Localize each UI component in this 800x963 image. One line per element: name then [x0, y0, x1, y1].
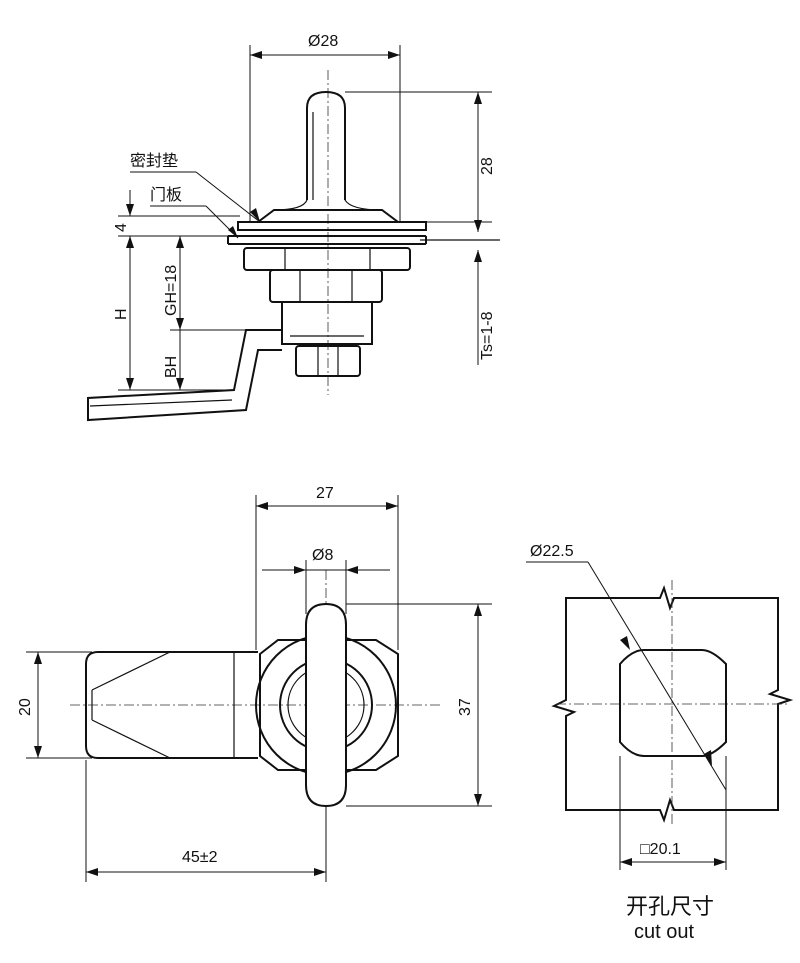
dim-20-arrow-top — [34, 652, 42, 664]
dim-45-arrow-left — [86, 868, 98, 876]
cutout-caption-en: cut out — [634, 921, 694, 943]
dim-ts-arrow — [474, 250, 482, 262]
cutout-panel-outline — [551, 584, 794, 824]
dim-h-arrow-top — [126, 236, 134, 248]
side-hex-nut — [243, 247, 411, 271]
side-body-thread — [269, 269, 383, 303]
side-gasket-shape — [237, 221, 427, 231]
dim-gh-label: GH=18 — [163, 265, 180, 316]
dim-d225-label: Ø22.5 — [530, 543, 574, 560]
side-door-panel — [227, 235, 427, 245]
dim-gh-arrow-bottom — [176, 318, 184, 330]
side-cam-edge — [89, 399, 233, 407]
cutout-view: Ø22.5 □20.1 开孔尺寸 cut out — [526, 543, 794, 943]
front-handle-shape — [305, 602, 347, 808]
side-cam-arm — [87, 329, 282, 422]
dim-20-arrow-bottom — [34, 746, 42, 758]
dim-27-label: 27 — [316, 485, 334, 502]
side-shaft — [281, 301, 373, 345]
dim-20-label: 20 — [17, 698, 34, 716]
dim-d8-arrow-right — [346, 566, 358, 574]
dim-28v-label: 28 — [479, 157, 496, 175]
dim-37-label: 37 — [457, 698, 474, 716]
leader-gasket — [195, 171, 261, 223]
front-view: 27 Ø8 37 20 45±2 — [17, 485, 492, 882]
dim-4-label: 4 — [113, 223, 130, 232]
dim-h-label: H — [113, 308, 130, 320]
dim-d28-arrow-right — [388, 51, 400, 59]
dim-27-arrow-right — [386, 502, 398, 510]
dim-28v-arrow-top — [474, 92, 482, 104]
side-screw-head — [295, 345, 361, 377]
dim-d225-arrow-bottom — [704, 750, 712, 766]
dim-sq-arrow-left — [620, 858, 632, 866]
dim-bh-arrow — [176, 378, 184, 390]
front-cam-shape — [85, 651, 258, 759]
dim-4-arrow — [126, 204, 134, 216]
cutout-hole-shape — [619, 649, 727, 757]
side-handle-shape — [306, 90, 346, 200]
label-door-panel: 门板 — [150, 186, 182, 204]
dim-d28-arrow-left — [250, 51, 262, 59]
dim-d28-label: Ø28 — [308, 33, 338, 50]
dim-gh-arrow-top — [176, 236, 184, 248]
dim-d8-label: Ø8 — [312, 547, 333, 564]
dim-ts-label: Ts=1-8 — [479, 311, 496, 360]
label-gasket: 密封垫 — [130, 152, 178, 170]
dim-45-label: 45±2 — [182, 849, 218, 866]
dim-28v-arrow-bottom — [474, 220, 482, 232]
dim-bh-label: BH — [163, 356, 180, 378]
dim-27-arrow-left — [256, 502, 268, 510]
dim-h-arrow-bottom — [126, 378, 134, 390]
dim-sq-label: □20.1 — [640, 841, 681, 858]
dim-d225-arrow-top — [620, 636, 630, 650]
dim-d225-leader — [587, 561, 727, 791]
dim-45-arrow-right — [314, 868, 326, 876]
dim-37-arrow-bottom — [474, 794, 482, 806]
dim-d8-arrow-left — [294, 566, 306, 574]
dim-sq-arrow-right — [714, 858, 726, 866]
leader-panel-arrow — [228, 226, 238, 238]
dim-37-arrow-top — [474, 604, 482, 616]
cutout-caption-cn: 开孔尺寸 — [626, 894, 714, 919]
leader-gasket-arrow — [250, 208, 260, 222]
side-view: Ø28 28 Ts=1-8 密封垫 门板 4 H — [87, 33, 500, 422]
front-cam-bevel — [91, 651, 171, 759]
side-handle-fillet — [273, 199, 383, 211]
